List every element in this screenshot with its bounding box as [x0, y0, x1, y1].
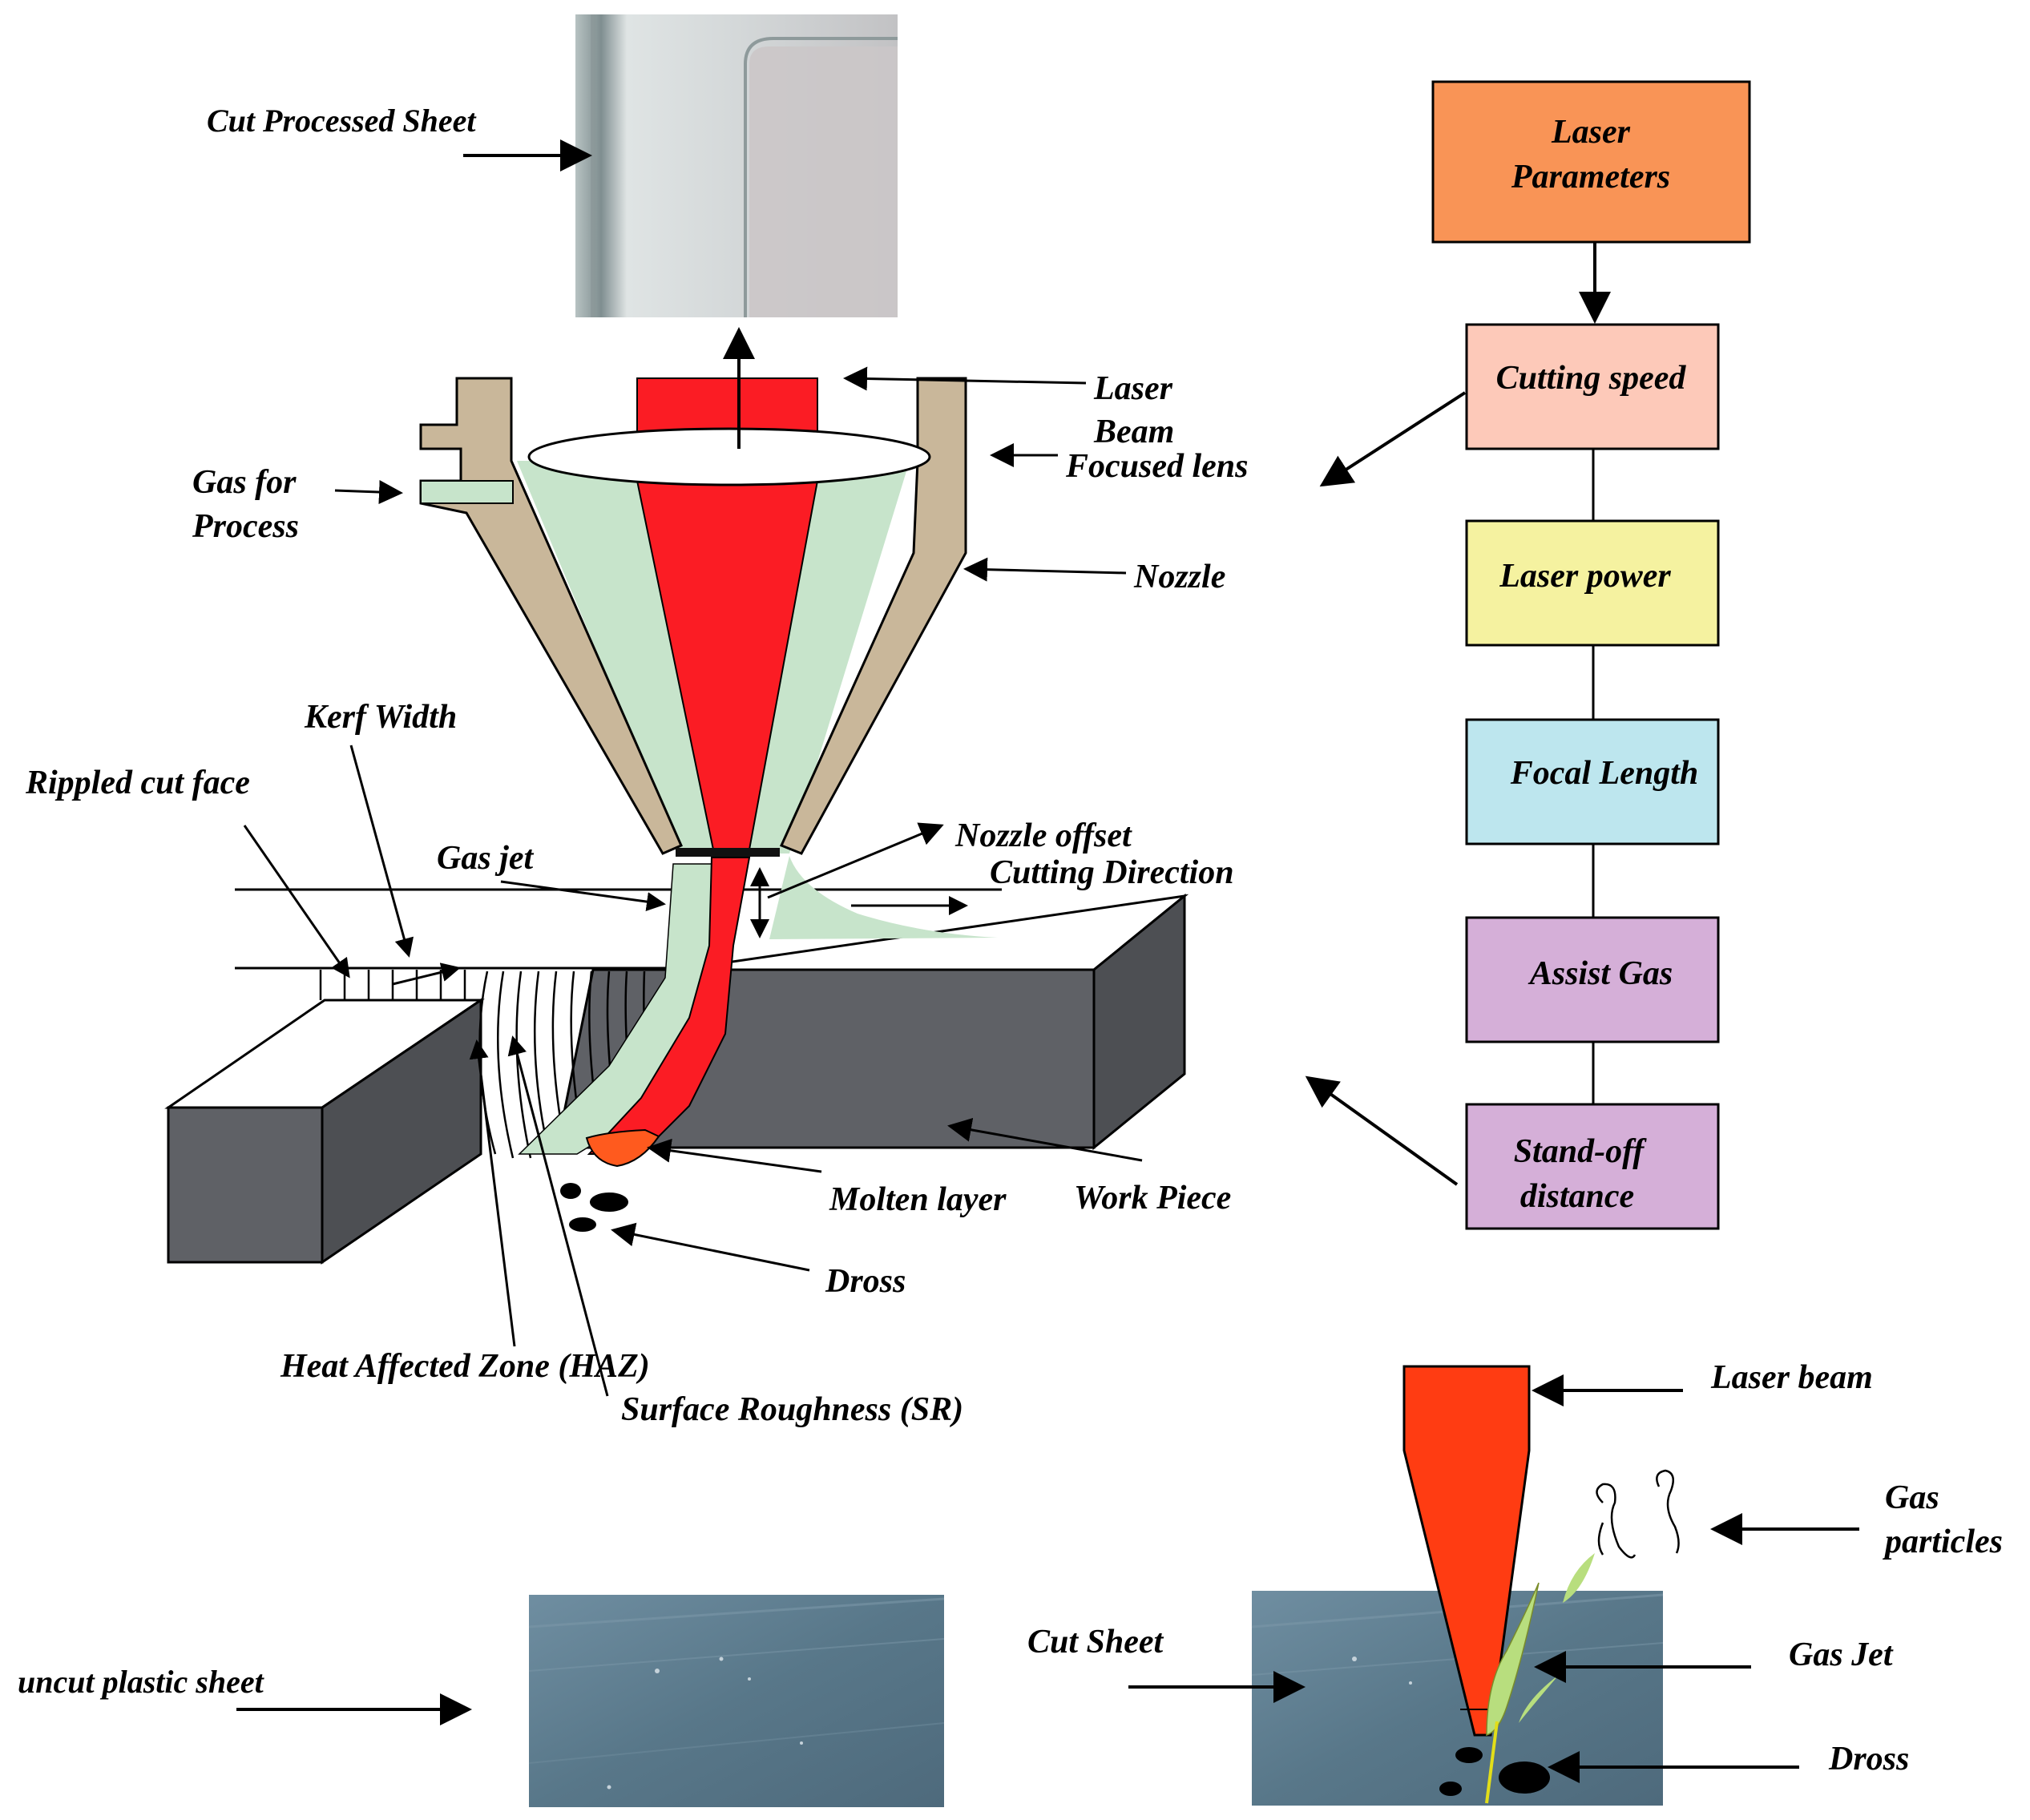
kerf-width-label: Kerf Width: [304, 699, 457, 736]
dross-small-label: Dross: [1828, 1741, 1909, 1778]
gas-for-process-arrow: [334, 480, 403, 505]
gas-jet-small-stream: [1486, 1582, 1540, 1737]
dross-label: Dross: [825, 1263, 906, 1300]
work-piece-arrow: [947, 1117, 1143, 1162]
speed-to-diagram-arrow: [1319, 391, 1467, 487]
haz-label: Heat Affected Zone (HAZ): [280, 1348, 650, 1385]
laser-parameters-label-1: Laser: [1551, 114, 1631, 151]
rippled-cut-face-label: Rippled cut face: [25, 765, 250, 801]
laser-beam-small-label: Laser beam: [1710, 1359, 1873, 1396]
focal-length-label: Focal Length: [1510, 755, 1699, 792]
workpiece: [164, 856, 1189, 1265]
nozzle-offset-arrow: [767, 822, 944, 899]
uncut-plastic-sheet-photo: [528, 1595, 945, 1807]
left-block-side: [321, 998, 482, 1265]
nozzle-tip: [676, 848, 780, 857]
dross-droplet-2: [590, 1192, 628, 1212]
gas-for-process-label-1: Gas for: [192, 464, 297, 501]
molten-layer-label: Molten layer: [829, 1181, 1007, 1218]
gas-particle-2: [1656, 1469, 1680, 1554]
gas-jet-small-streak-1: [1563, 1553, 1595, 1603]
laser-beam-label-2: Beam: [1093, 414, 1174, 450]
gas-jet-label: Gas jet: [437, 840, 534, 877]
nozzle-offset-label: Nozzle offset: [954, 817, 1132, 854]
dross-droplet-1: [560, 1183, 581, 1199]
molten-layer: [585, 1128, 660, 1168]
gas-particles-label-2: particles: [1883, 1523, 2003, 1560]
gas-inlet: [420, 480, 514, 504]
gas-for-process-label-2: Process: [192, 508, 299, 545]
laser-beam-small: [1402, 1365, 1531, 1737]
surface-roughness-arrow: [507, 1035, 609, 1397]
kerf-width-bracket: [392, 962, 461, 986]
laser-parameters-box: [1431, 80, 1751, 244]
assist-gas-label: Assist Gas: [1528, 955, 1673, 992]
dross-droplet-3: [569, 1217, 596, 1232]
assist-gas-box: [1465, 916, 1720, 1043]
gas-jet-arrow: [500, 880, 666, 912]
laser-beam-label-1: Laser: [1093, 370, 1173, 407]
focused-lens-label: Focused lens: [1065, 448, 1249, 485]
nozzle-arrow: [963, 557, 1127, 582]
cutting-direction-label: Cutting Direction: [990, 854, 1234, 891]
kerf-width-arrow: [349, 745, 414, 958]
molten-layer-arrow: [647, 1138, 822, 1173]
dross-small-3: [1439, 1782, 1462, 1796]
cut-sheet-label: Cut Sheet: [1027, 1624, 1164, 1661]
standoff-label-2: distance: [1520, 1178, 1634, 1215]
surface-roughness-label: Surface Roughness (SR): [621, 1391, 963, 1428]
flowchart: Laser Parameters Cutting speed Laser pow…: [1305, 80, 1751, 1230]
left-block-front: [167, 1106, 324, 1264]
dross-small-1: [1455, 1747, 1483, 1763]
nozzle-right-wall: [779, 377, 967, 855]
laser-power-box: [1465, 519, 1720, 647]
yellow-cut-line: [1485, 1721, 1499, 1804]
standoff-to-diagram-arrow: [1305, 1075, 1459, 1186]
right-block-side: [1092, 893, 1186, 1151]
cutting-speed-box: [1465, 323, 1720, 450]
gas-plume-right: [769, 856, 998, 939]
laser-power-label: Laser power: [1499, 558, 1671, 595]
dross-small-2: [1499, 1761, 1550, 1794]
standoff-label-1: Stand-off: [1514, 1133, 1648, 1170]
laser-parameters-label-2: Parameters: [1511, 159, 1670, 196]
rippled-cut-face-arrow: [243, 825, 350, 979]
work-piece-label: Work Piece: [1074, 1180, 1231, 1217]
standoff-box: [1465, 1103, 1720, 1230]
nozzle-assembly: [419, 327, 967, 857]
gas-particle-1: [1596, 1483, 1637, 1559]
gas-particles-label-1: Gas: [1885, 1479, 1939, 1516]
cut-processed-sheet-label: Cut Processed Sheet: [207, 103, 477, 139]
gas-jet-small-label: Gas Jet: [1789, 1636, 1894, 1673]
laser-beam-arrow: [843, 366, 1087, 391]
dross-arrow: [611, 1222, 810, 1272]
haz-arrow: [469, 1039, 516, 1347]
cut-processed-sheet-photo: [575, 14, 898, 317]
nozzle-label: Nozzle: [1133, 559, 1225, 595]
uncut-plastic-sheet-label: uncut plastic sheet: [18, 1664, 265, 1700]
focused-lens: [527, 427, 931, 486]
cutting-speed-label: Cutting speed: [1496, 360, 1687, 397]
